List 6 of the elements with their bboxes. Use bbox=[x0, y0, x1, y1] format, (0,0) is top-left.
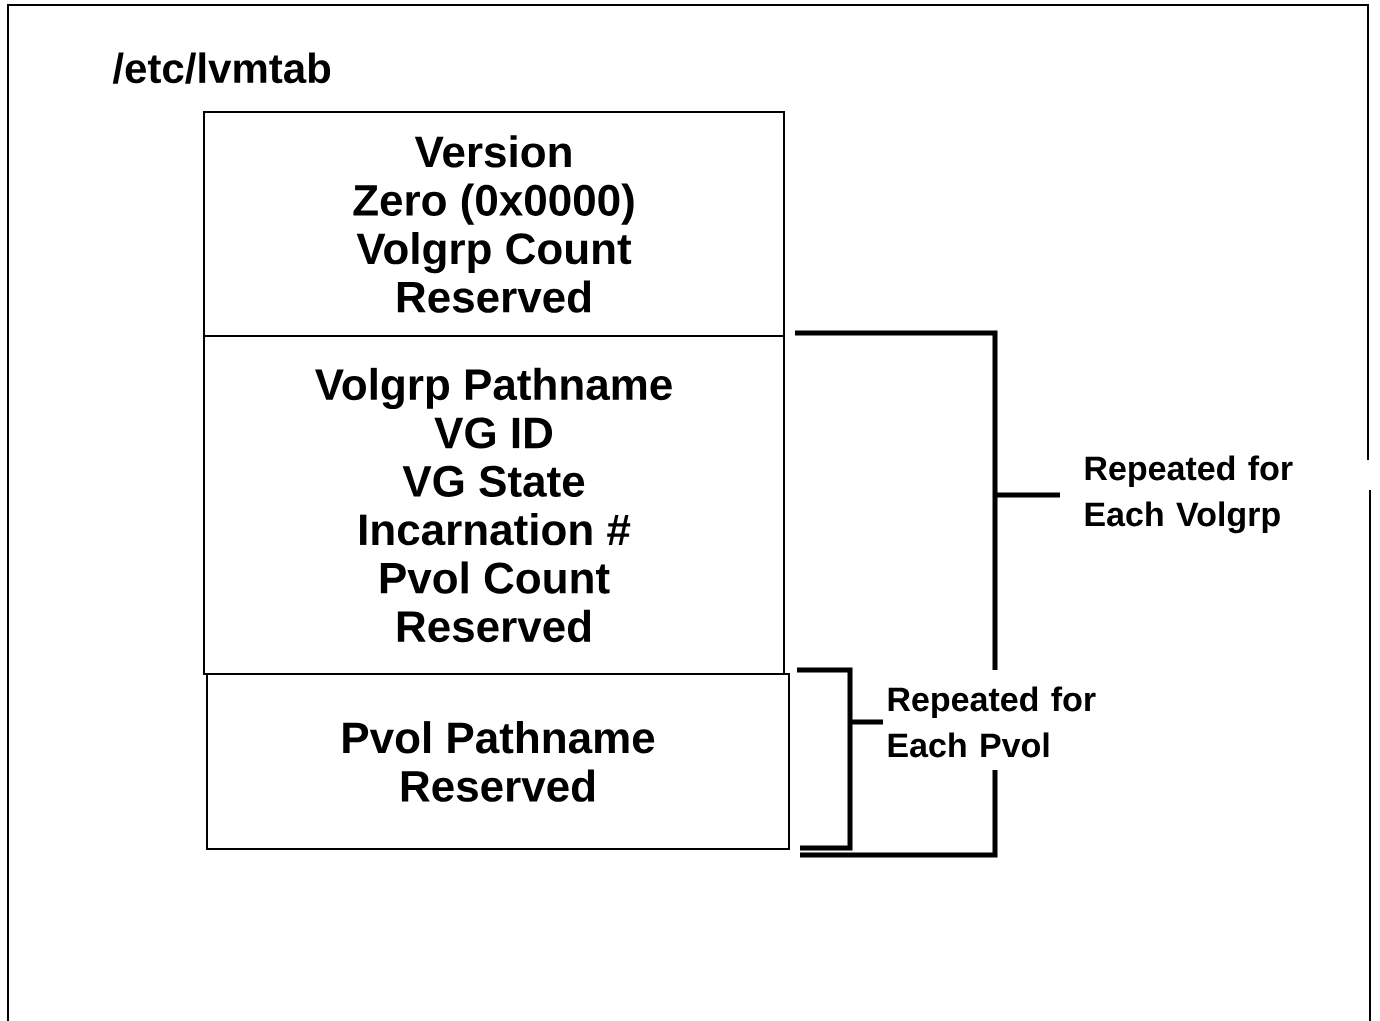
bracket-label: Repeated for Each Volgrp bbox=[1085, 455, 1293, 534]
field-box: Pvol Pathname Reserved bbox=[206, 673, 790, 850]
bracket-label: Repeated for Each Pvol bbox=[888, 686, 1096, 758]
field-box: Volgrp Pathname VG ID VG State Incarnation # Pvol Count Reserved bbox=[203, 335, 785, 675]
title: /etc/lvmtab bbox=[112, 52, 331, 84]
field-box: Version Zero (0x0000) Volgrp Count Reserved bbox=[203, 111, 785, 337]
